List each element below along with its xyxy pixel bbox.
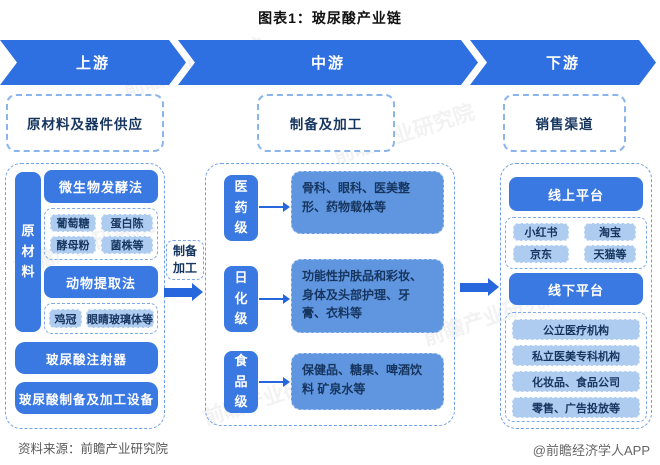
online-item: 小红书 [513,223,569,241]
daily-applications-box: 功能性护肤品和彩妆、身体及头部护理、牙膏、衣料等 [291,259,444,333]
equipment-box: 玻尿酸制备及加工设备 [15,382,158,414]
animal-items-panel [44,303,158,334]
syringe-box: 玻尿酸注射器 [15,342,158,374]
midstream-header: 制备及加工 [257,94,395,152]
downstream-header: 销售渠道 [503,94,626,152]
online-platform-box: 线上平台 [509,177,643,211]
offline-item: 零售、广告投放等 [512,397,640,418]
offline-item: 私立医美专科机构 [512,345,640,366]
downstream-panel [500,163,652,429]
fermentation-items-panel [44,208,158,260]
daily-arrow [259,294,290,304]
grade-box-pharma: 医药级 [224,175,258,241]
fermentation-item: 蛋白陈 [101,214,153,232]
fermentation-item: 菌株等 [101,236,153,254]
fermentation-method-box: 微生物发酵法 [44,170,158,203]
pharma-applications-box: 骨科、眼科、医美整形、药物载体等 [291,171,444,234]
upstream-header: 原材料及器件供应 [6,94,164,152]
source-note: 资料来源：前瞻产业研究院 [18,442,169,456]
food-applications-box: 保健品、糖果、啤酒饮料 矿泉水等 [291,353,444,410]
banner-label: 上游 [75,55,110,72]
offline-item: 化妆品、食品公司 [512,371,640,392]
banner-label: 下游 [545,55,580,72]
animal-item: 眼睛玻璃体等 [86,309,154,328]
online-item: 京东 [513,245,569,263]
midstream-panel [205,163,455,426]
banner-label: 中游 [310,55,345,72]
preparation-connector-label: 制备加工 [166,240,204,280]
offline-items-panel [505,312,647,422]
banner-segment-midstream: 中游 [178,40,478,85]
pharma-arrow [259,202,290,212]
grade-box-daily: 日化级 [224,266,258,332]
page-title: 图表1：玻尿酸产业链 [258,10,402,26]
animal-item: 鸡冠 [49,309,82,328]
banner-segment-upstream: 上游 [0,40,186,85]
online-item: 天猫等 [584,245,636,263]
fermentation-item: 酵母粉 [50,236,96,254]
upstream-to-midstream-arrow [164,283,203,301]
fermentation-item: 葡萄糖 [50,214,96,232]
banner-segment-downstream: 下游 [470,40,656,85]
online-item: 淘宝 [584,223,636,241]
animal-extraction-box: 动物提取法 [44,266,158,298]
offline-platform-box: 线下平台 [509,273,643,305]
raw-material-side-label: 原材料 [15,172,41,332]
online-items-panel [505,217,647,269]
grade-box-food: 食品级 [224,351,258,413]
midstream-to-downstream-arrow [460,278,499,296]
offline-item: 公立医疗机构 [512,319,640,340]
food-arrow [259,377,290,387]
credit-note: @前瞻经济学人APP [532,443,650,458]
